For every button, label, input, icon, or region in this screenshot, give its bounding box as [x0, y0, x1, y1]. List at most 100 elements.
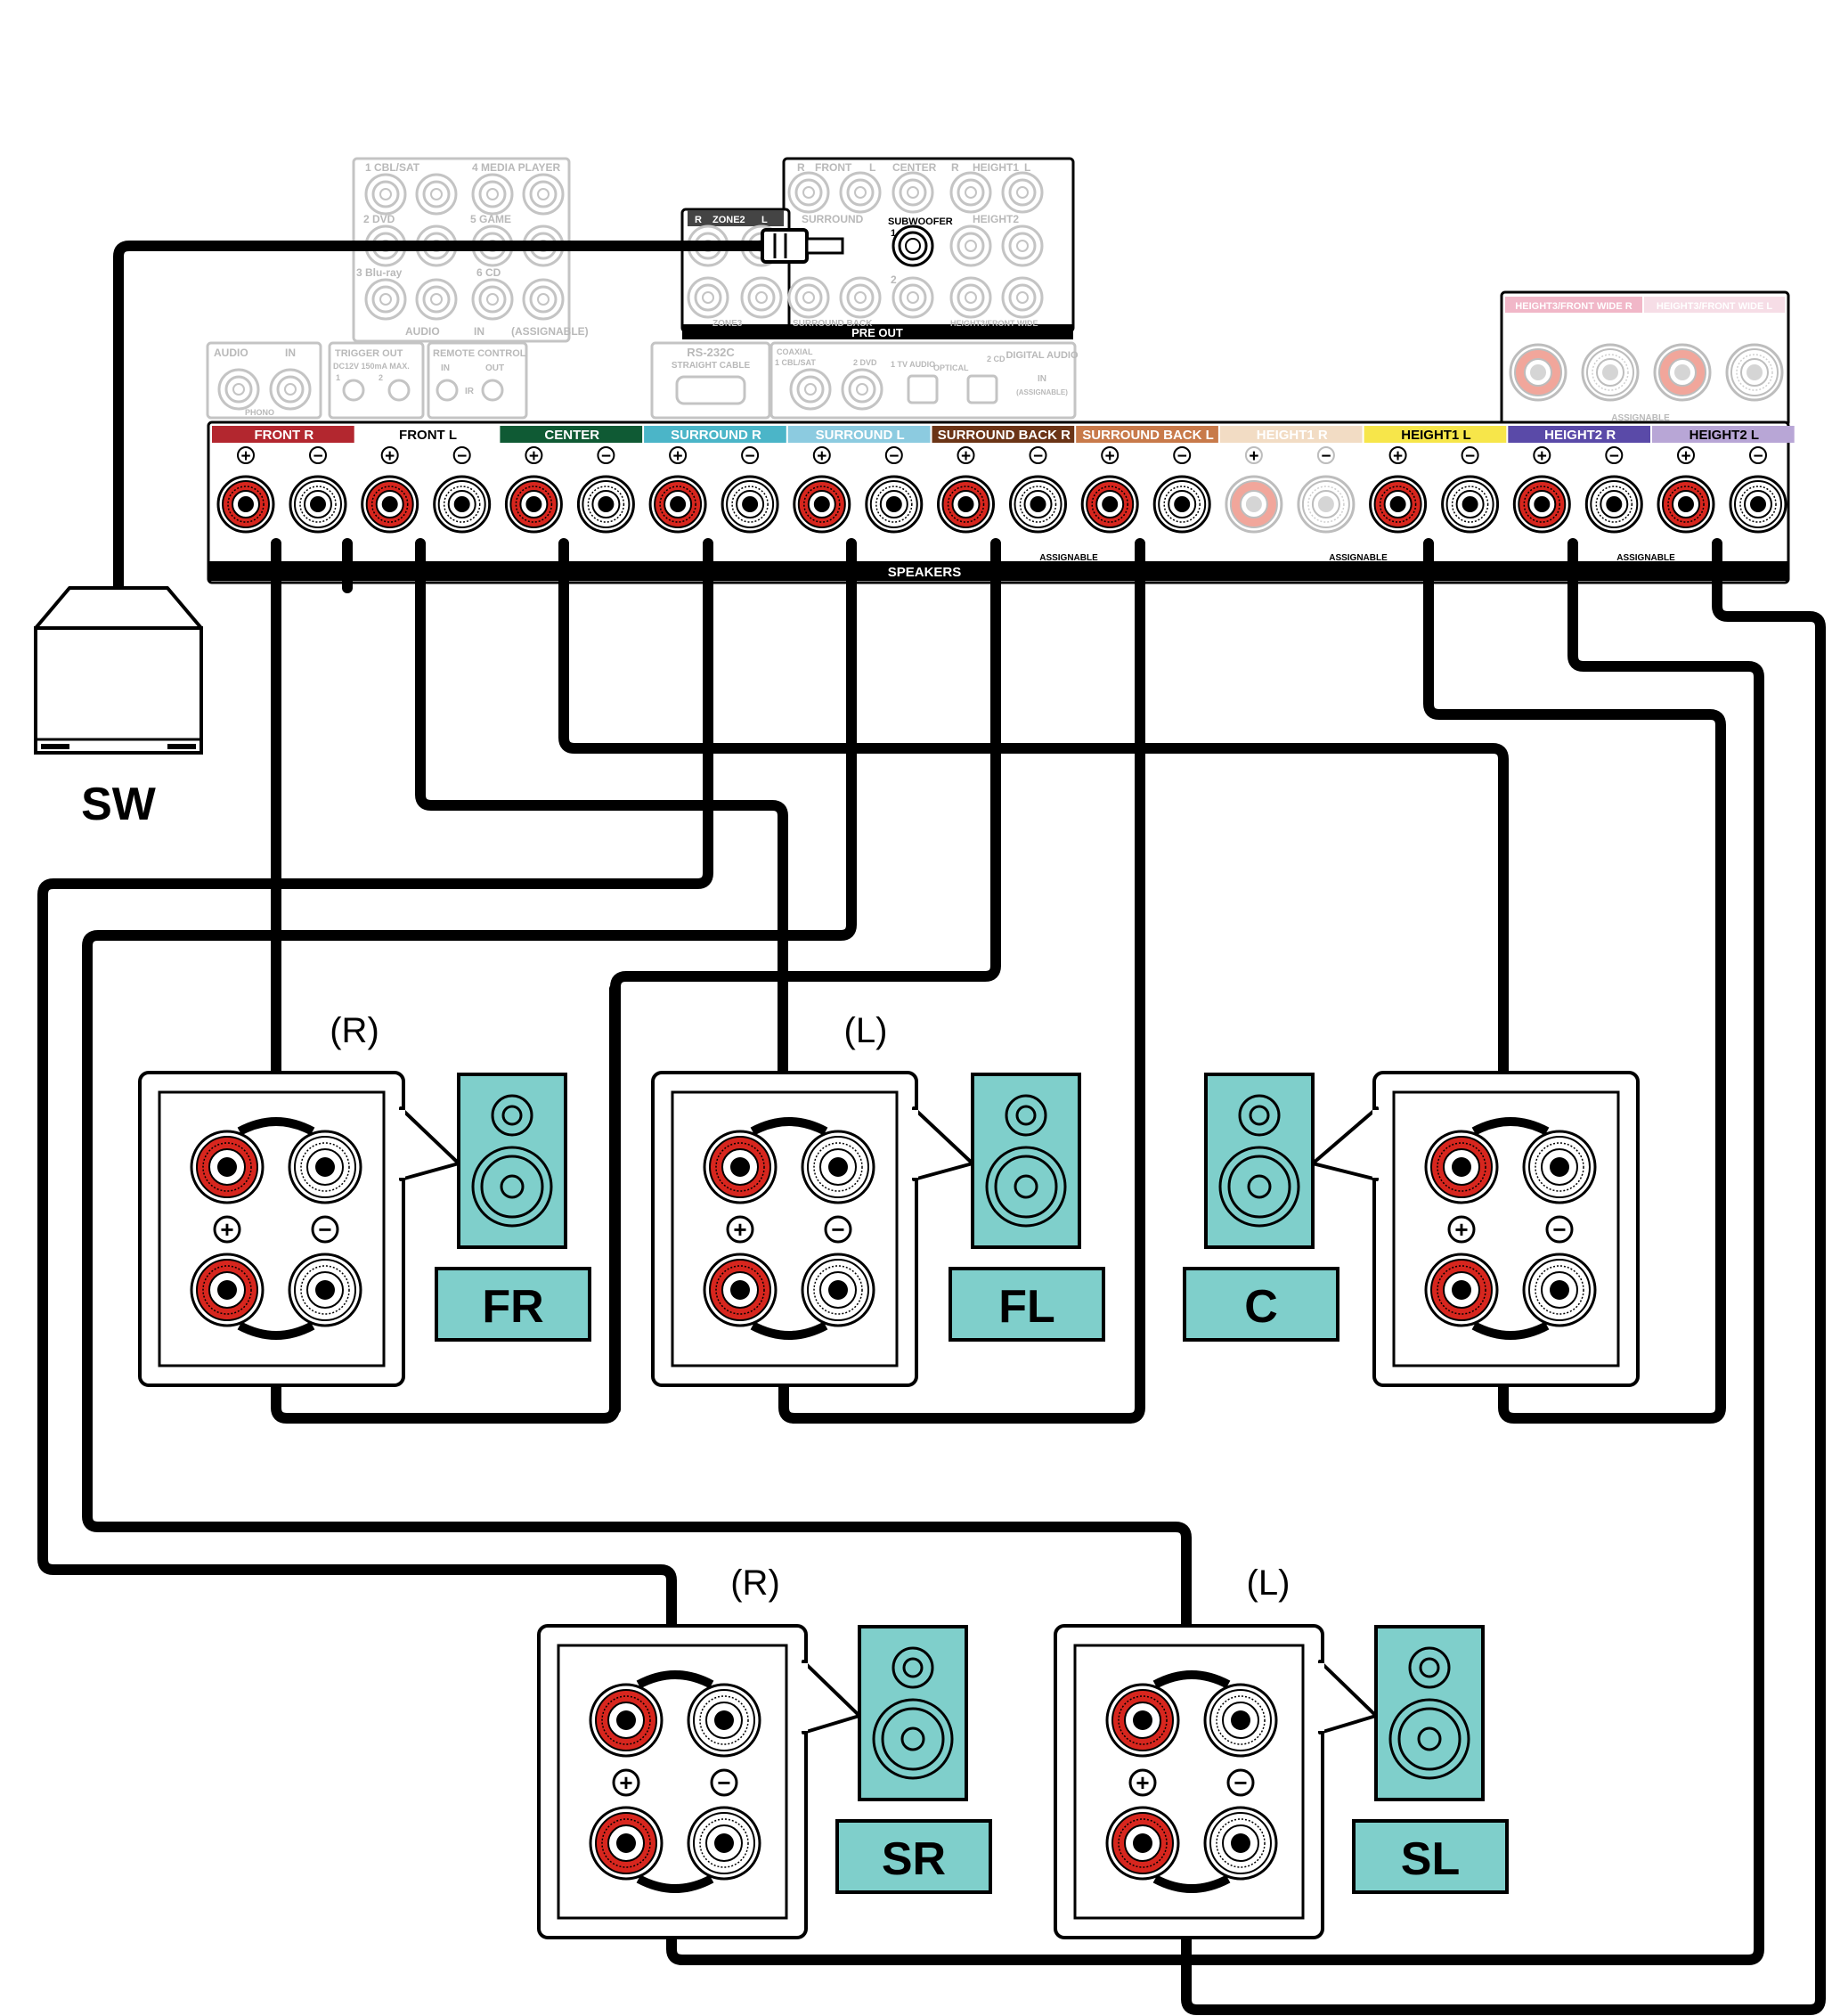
svg-text:1: 1: [891, 228, 896, 239]
svg-text:+: +: [1249, 447, 1258, 466]
svg-text:−: −: [831, 1216, 844, 1243]
svg-text:R: R: [951, 161, 959, 174]
svg-text:2 DVD: 2 DVD: [363, 213, 395, 225]
svg-text:+: +: [733, 1216, 746, 1243]
speaker-terminal-8: HEIGHT1 R: [1219, 426, 1363, 443]
speaker-terminal-11: HEIGHT2 L: [1652, 426, 1795, 443]
svg-text:OUT: OUT: [485, 363, 504, 373]
svg-text:−: −: [1321, 447, 1331, 466]
speaker-label-box: [835, 1819, 992, 1894]
svg-text:6 CD: 6 CD: [476, 266, 501, 279]
svg-text:+: +: [1681, 447, 1690, 466]
svg-text:2 DVD: 2 DVD: [853, 358, 877, 367]
svg-text:HEIGHT3/FRONT WIDE: HEIGHT3/FRONT WIDE: [950, 319, 1038, 328]
svg-text:HEIGHT3/FRONT WIDE R: HEIGHT3/FRONT WIDE R: [1515, 301, 1632, 312]
svg-text:CENTER: CENTER: [892, 161, 937, 174]
svg-text:PHONO: PHONO: [245, 408, 274, 417]
svg-text:+: +: [385, 447, 395, 466]
terminal-posts-8: +−: [1225, 446, 1356, 534]
svg-text:+: +: [961, 447, 971, 466]
svg-text:ZONE2: ZONE2: [712, 215, 745, 225]
svg-text:SURROUND BACK: SURROUND BACK: [793, 319, 873, 329]
terminal-posts-4: +−: [648, 446, 779, 534]
svg-text:HEIGHT1 R: HEIGHT1 R: [1257, 428, 1328, 443]
channel-label: (L): [1247, 1563, 1291, 1603]
speaker-terminal-3: CENTER: [500, 426, 643, 443]
speaker-cabinet-icon: [858, 1625, 968, 1801]
terminal-posts-7: +−: [1080, 446, 1211, 534]
svg-text:(ASSIGNABLE): (ASSIGNABLE): [511, 325, 589, 338]
svg-text:(ASSIGNABLE): (ASSIGNABLE): [1016, 388, 1068, 396]
svg-text:−: −: [313, 447, 322, 466]
svg-text:+: +: [619, 1769, 632, 1796]
speaker-label: C: [1244, 1281, 1278, 1333]
speaker-label: FL: [998, 1281, 1055, 1333]
speaker-terminal-5: SURROUND L: [787, 426, 931, 443]
speaker-label: SR: [882, 1833, 946, 1885]
svg-text:ASSIGNABLE: ASSIGNABLE: [1611, 413, 1670, 423]
svg-text:R: R: [695, 215, 702, 225]
svg-text:HEIGHT1 L: HEIGHT1 L: [1401, 428, 1470, 443]
rca-plug: [761, 228, 844, 264]
svg-text:HEIGHT2 R: HEIGHT2 R: [1544, 428, 1616, 443]
subwoofer-label: SW: [81, 779, 157, 830]
speaker-cabinet-icon: [971, 1073, 1081, 1249]
svg-text:ZONE3: ZONE3: [712, 319, 743, 329]
svg-text:5 GAME: 5 GAME: [470, 213, 511, 225]
svg-text:SURROUND R: SURROUND R: [671, 428, 761, 443]
svg-text:FRONT R: FRONT R: [255, 428, 314, 443]
receiver-rs232c: RS-232C STRAIGHT CABLE: [650, 341, 771, 420]
svg-text:1 CBL/SAT: 1 CBL/SAT: [775, 358, 816, 367]
svg-text:SURROUND L: SURROUND L: [816, 428, 905, 443]
svg-text:4 MEDIA PLAYER: 4 MEDIA PLAYER: [472, 161, 560, 174]
svg-text:+: +: [220, 1216, 233, 1243]
svg-text:+: +: [1105, 447, 1115, 466]
svg-text:−: −: [1177, 447, 1187, 466]
svg-text:AUDIO: AUDIO: [214, 347, 248, 359]
terminal-posts-1: +−: [216, 446, 347, 534]
svg-text:HEIGHT2 L: HEIGHT2 L: [1690, 428, 1759, 443]
svg-text:IN: IN: [1038, 374, 1046, 384]
svg-text:L: L: [1024, 161, 1030, 174]
speaker-cabinet-icon: [1204, 1073, 1315, 1249]
svg-text:IN: IN: [441, 363, 450, 373]
svg-text:REMOTE CONTROL: REMOTE CONTROL: [433, 348, 526, 359]
subwoofer-unit: SW: [34, 586, 203, 830]
speaker-terminal-4: SURROUND R: [644, 426, 786, 443]
svg-text:R: R: [797, 161, 805, 174]
channel-label: (R): [330, 1011, 379, 1050]
subwoofer-out-jack: [892, 224, 934, 267]
speaker-label-box: [1183, 1267, 1339, 1342]
channel-label: (R): [730, 1563, 780, 1603]
svg-text:SPEAKERS: SPEAKERS: [888, 565, 962, 580]
svg-text:IR: IR: [465, 387, 475, 396]
terminal-posts-3: +−: [504, 446, 635, 534]
speaker-cabinet-icon: [457, 1073, 567, 1249]
svg-text:+: +: [1454, 1216, 1468, 1243]
receiver-remote-control: REMOTE CONTROL IN OUT IR: [427, 341, 528, 420]
speaker-fr: +−FR(R): [138, 1011, 591, 1387]
receiver-phono-input: AUDIO IN PHONO: [206, 341, 322, 420]
terminal-posts-9: +−: [1369, 446, 1500, 534]
svg-text:ASSIGNABLE: ASSIGNABLE: [1039, 553, 1098, 563]
terminal-posts-2: +−: [361, 446, 492, 534]
svg-text:1: 1: [336, 373, 340, 382]
svg-text:AUDIO: AUDIO: [405, 325, 440, 338]
svg-text:+: +: [529, 447, 539, 466]
speaker-label-box: [949, 1267, 1105, 1342]
svg-text:DC12V 150mA MAX.: DC12V 150mA MAX.: [333, 362, 410, 371]
svg-text:L: L: [869, 161, 875, 174]
speaker-terminal-2: FRONT L: [355, 426, 499, 443]
speaker-cabinet-icon: [1374, 1625, 1485, 1801]
svg-text:HEIGHT1: HEIGHT1: [973, 161, 1019, 174]
speaker-label-box: [435, 1267, 591, 1342]
svg-text:SURROUND BACK R: SURROUND BACK R: [938, 428, 1071, 443]
svg-text:−: −: [1465, 447, 1475, 466]
speaker-sl: +−SL(L): [1054, 1563, 1509, 1939]
svg-text:+: +: [1393, 447, 1403, 466]
speaker-wires: [37, 228, 1826, 2015]
speaker-label-box: [1352, 1819, 1509, 1894]
svg-text:SURROUND: SURROUND: [802, 213, 864, 225]
